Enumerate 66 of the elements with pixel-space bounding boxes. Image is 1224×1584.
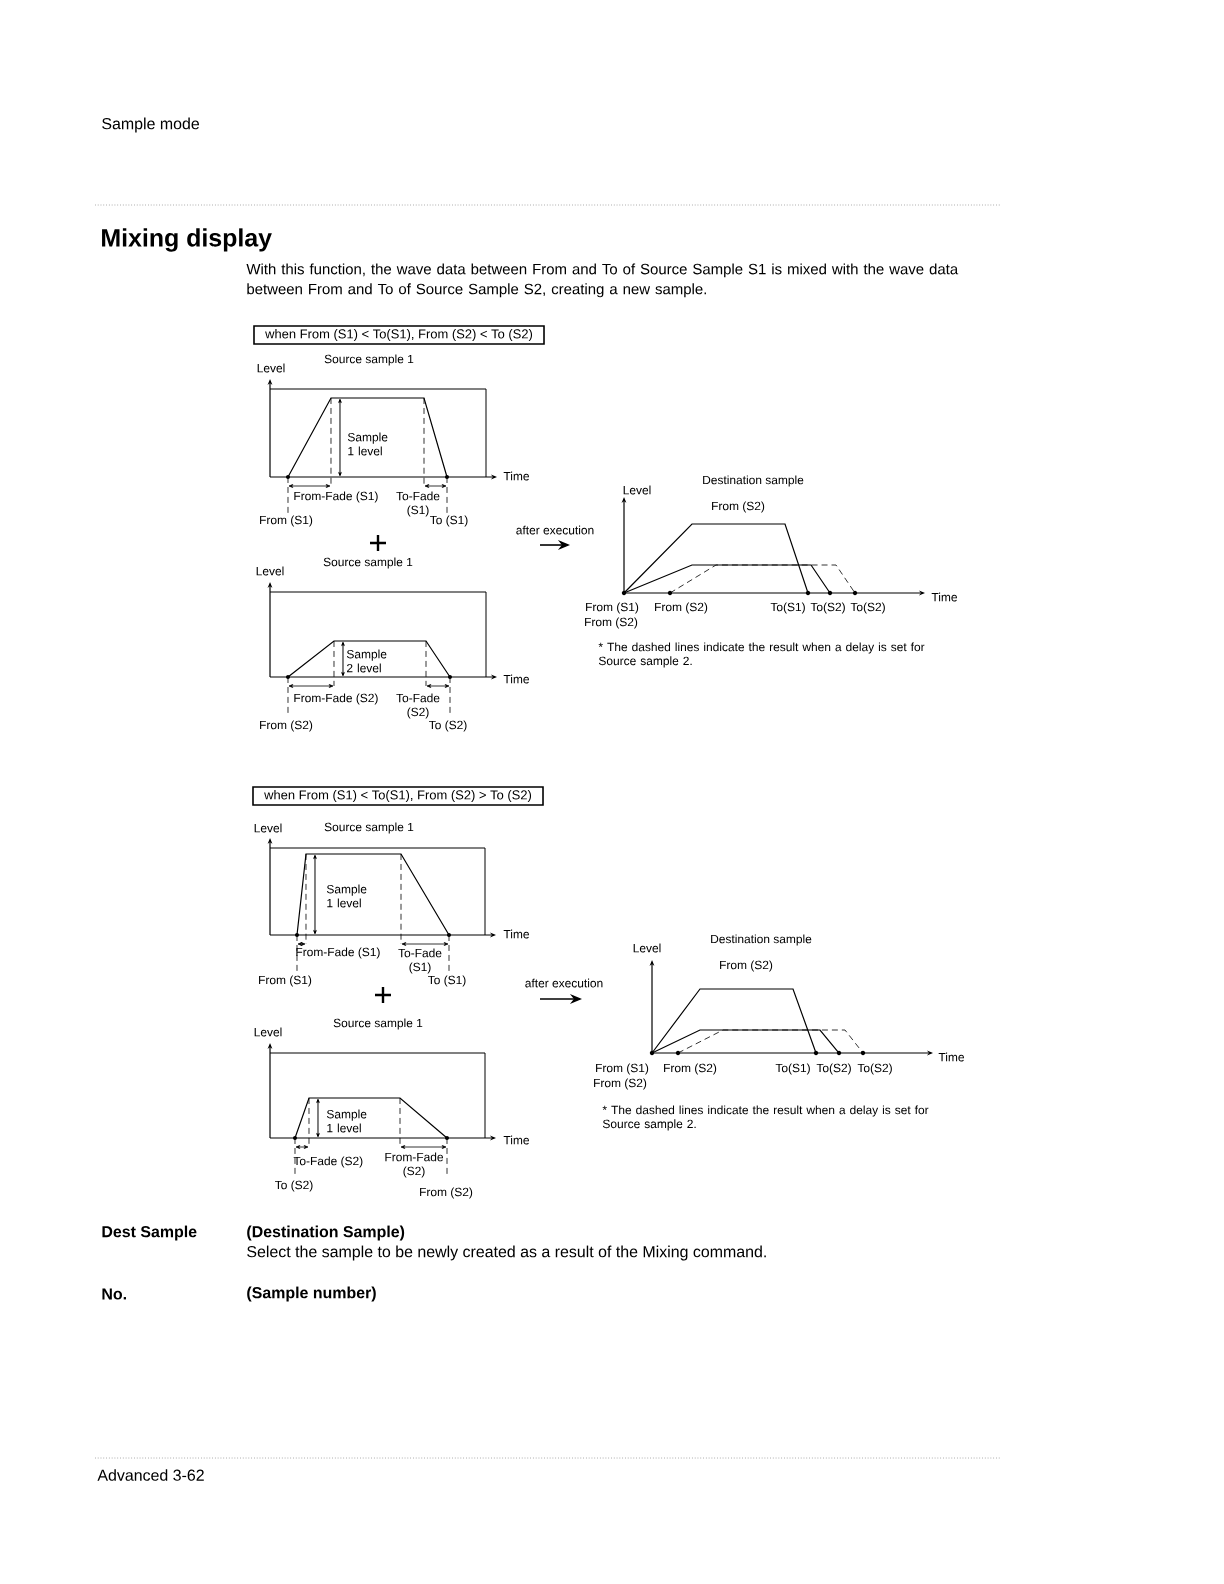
axis-label: Time: [503, 1135, 529, 1145]
point-label: From (S2): [594, 1078, 647, 1090]
point-label: To(S1): [775, 1063, 810, 1075]
page-title: Mixing display: [102, 228, 272, 252]
chart-title: Source sample 1: [333, 1018, 423, 1030]
span-label: To-Fade (S2): [293, 1156, 363, 1168]
point-label: From (S2): [655, 602, 708, 614]
point-label: From (S1): [259, 975, 312, 987]
axis-label: Time: [503, 674, 529, 684]
footnote: * The dashed lines indicate the result when a delay is set for Source sample 2.: [602, 1105, 929, 1131]
point-label: From (S1): [596, 1063, 649, 1075]
page-header: Sample mode: [102, 117, 199, 133]
span-label: From-Fade (S2): [294, 693, 378, 705]
term-heading: (Sample number): [247, 1286, 376, 1302]
level-label: Sample 2 level: [346, 649, 387, 673]
point-label: To (S2): [429, 720, 467, 732]
point-label: From (S2): [260, 720, 313, 732]
point-label: From (S2): [664, 1063, 717, 1075]
point-label: To(S2): [850, 602, 885, 614]
footnote: * The dashed lines indicate the result when a delay is set for Source sample 2.: [598, 642, 925, 668]
description: Select the sample to be newly created as a result of the Mixing command.: [247, 1245, 766, 1261]
condition-box: when From (S1) < To(S1), From (S2) > To (S2): [252, 786, 544, 806]
point-label: To(S2): [810, 602, 845, 614]
point-label: To(S2): [816, 1063, 851, 1075]
curve-label: From (S2): [720, 960, 773, 972]
point-label: To (S1): [430, 515, 468, 527]
point-label: From (S2): [585, 617, 638, 629]
span-label: To-Fade (S2): [396, 693, 440, 719]
arrow-caption: after execution: [516, 525, 594, 535]
span-label: From-Fade (S2): [385, 1152, 444, 1178]
term: Dest Sample: [102, 1225, 197, 1241]
span-label: To-Fade (S1): [396, 491, 440, 517]
axis-label: Level: [254, 823, 282, 833]
chart-title: Source sample 1: [324, 822, 414, 834]
axis-label: Time: [503, 929, 529, 939]
span-label: To-Fade (S1): [398, 948, 442, 974]
axis-label: Level: [633, 943, 661, 953]
axis-label: Time: [938, 1052, 964, 1062]
span-label: From-Fade (S1): [294, 491, 378, 503]
point-label: To (S2): [275, 1180, 313, 1192]
chart-title: Source sample 1: [323, 557, 413, 569]
level-label: Sample 1 level: [347, 432, 388, 456]
chart-title: Destination sample: [703, 475, 804, 487]
point-label: To(S1): [770, 602, 805, 614]
chart-title: Destination sample: [711, 934, 812, 946]
point-label: To(S2): [857, 1063, 892, 1075]
axis-label: Time: [931, 592, 957, 602]
condition-box: when From (S1) < To(S1), From (S2) < To (S2): [253, 325, 545, 345]
axis-label: Time: [503, 471, 529, 481]
axis-label: Level: [257, 363, 285, 373]
point-label: To (S1): [428, 975, 466, 987]
span-label: From-Fade (S1): [296, 947, 380, 959]
page-footer: Advanced 3-62: [97, 1469, 204, 1481]
axis-label: Level: [623, 485, 651, 495]
paragraph: With this function, the wave data between From and To of Source Sample S1 is mixed with the wave data between From and To of Source Sample S2, creating a new sample.: [246, 263, 959, 298]
axis-label: Level: [254, 1027, 282, 1037]
level-label: Sample 1 level: [326, 884, 367, 908]
curve-label: From (S2): [712, 501, 765, 513]
term: No.: [102, 1288, 126, 1300]
level-label: Sample 1 level: [326, 1109, 367, 1133]
term-heading: (Destination Sample): [247, 1225, 405, 1241]
arrow-caption: after execution: [525, 978, 603, 988]
axis-label: Level: [256, 566, 284, 576]
point-label: From (S2): [420, 1187, 473, 1199]
point-label: From (S1): [586, 602, 639, 614]
point-label: From (S1): [260, 515, 313, 527]
